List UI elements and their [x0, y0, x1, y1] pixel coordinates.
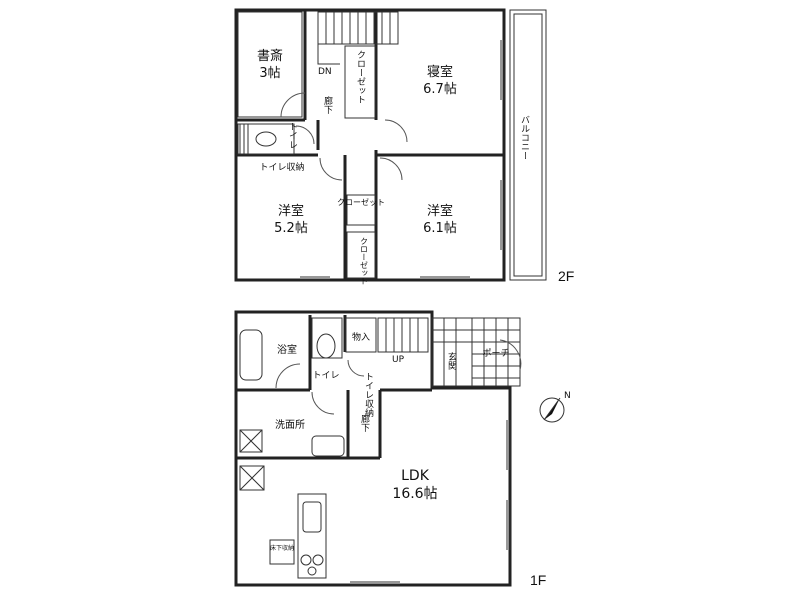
- washing-machine-space: [239, 429, 263, 453]
- western-b-door: [379, 157, 403, 181]
- toilet-1f-fixture: [316, 333, 336, 359]
- toilet-storage-1f-label: トイレ収納: [363, 372, 374, 418]
- washroom-label: 洗面所: [275, 419, 305, 431]
- toilet-fixture: [255, 131, 277, 147]
- toilet-door: [295, 125, 315, 145]
- storage-label: 物入: [352, 331, 370, 343]
- bedroom-name: 寝室: [427, 64, 453, 80]
- toilet-1f-door: [347, 359, 365, 377]
- underfloor-storage-label: 床下収納: [270, 544, 294, 552]
- western-a-name: 洋室: [278, 203, 304, 219]
- closet-c-label: クローゼット: [360, 237, 369, 285]
- toilet-storage-label: トイレ収納: [259, 161, 304, 173]
- porch-label: ポーチ: [482, 348, 509, 359]
- hallway-2f-label: 廊下: [322, 95, 333, 115]
- western-b-size: 6.1帖: [423, 221, 457, 236]
- bedroom-door: [384, 119, 408, 143]
- western-b-name: 洋室: [427, 203, 453, 219]
- closet-a-label: クローゼット: [355, 50, 366, 104]
- stairs-2f: [317, 11, 399, 65]
- balcony-outline: [509, 9, 547, 281]
- entrance-label: 玄関: [446, 351, 457, 371]
- floor-2f-outline: [234, 8, 506, 282]
- stove-burner: [307, 566, 317, 576]
- washroom-door: [311, 391, 335, 415]
- kitchen-sink: [302, 501, 322, 533]
- front-door: [499, 339, 522, 371]
- floor-2f-label: 2F: [558, 268, 575, 284]
- study-name: 書斎: [257, 48, 283, 64]
- study-size: 3帖: [259, 66, 280, 81]
- floor-1f-label: 1F: [530, 572, 547, 588]
- toilet-1f-label: トイレ: [312, 371, 339, 381]
- fridge-space: [239, 465, 265, 491]
- toilet-label: トイレ: [287, 122, 298, 149]
- stairs-down-label: DN: [318, 67, 332, 77]
- stairs-up-label: UP: [392, 355, 405, 365]
- study-door: [280, 92, 306, 118]
- washroom-sink: [311, 435, 345, 457]
- bedroom-size: 6.7帖: [423, 82, 457, 97]
- stove-burner: [300, 554, 312, 566]
- ldk-name: LDK: [401, 468, 430, 484]
- underfloor-storage-box: [269, 539, 295, 565]
- bathtub: [239, 329, 263, 381]
- compass-label: N: [564, 391, 571, 401]
- north-arrow-icon: N: [539, 391, 571, 423]
- western-a-door: [319, 157, 343, 181]
- kitchen-counter: [297, 493, 327, 579]
- bathroom-door: [275, 363, 301, 389]
- balcony-label: バルコニー: [519, 115, 530, 160]
- floor-1f: LDK 16.6帖 浴室 トイレ 物入 トイレ収納 洗面所 廊下 玄関 ポーチ …: [234, 310, 522, 587]
- closet-b-label: クローゼット: [337, 197, 385, 207]
- western-a-size: 5.2帖: [274, 221, 308, 236]
- ldk-size: 16.6帖: [392, 486, 437, 502]
- hallway-1f-label: 廊下: [359, 413, 370, 433]
- stove-burner: [312, 554, 324, 566]
- floor-1f-outline: [234, 310, 512, 587]
- floor-2f: 書斎 3帖 寝室 6.7帖 洋室 5.2帖 洋室 6.1帖 クローゼット クロー…: [234, 8, 547, 285]
- stairs-1f: [377, 317, 429, 353]
- bathroom-label: 浴室: [277, 343, 297, 356]
